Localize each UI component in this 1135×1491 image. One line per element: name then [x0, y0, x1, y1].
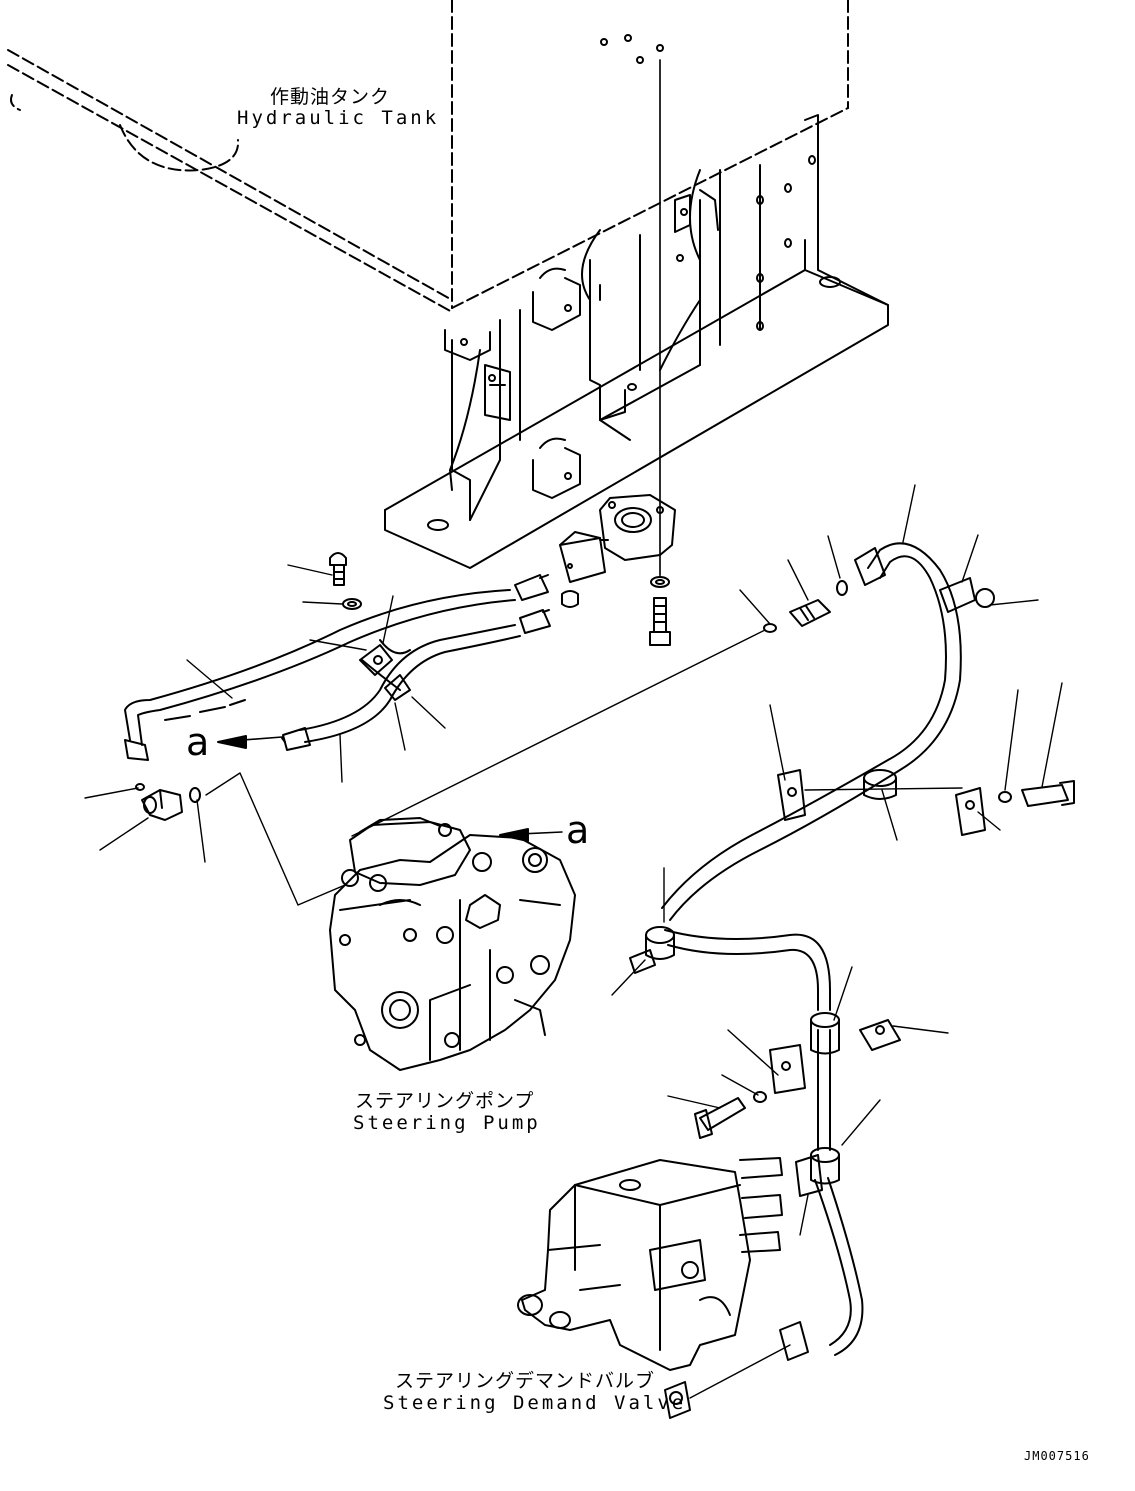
callout-a-pump: a — [566, 808, 590, 852]
steering-pump — [330, 818, 575, 1070]
tank-bolt-assembly — [650, 577, 670, 645]
pump-return-hose — [282, 625, 520, 750]
pump-suction-hose — [125, 590, 515, 760]
steering-supply-hose — [662, 543, 961, 1360]
tank-top-bolt-holes — [601, 35, 663, 63]
straight-adapter — [790, 600, 830, 626]
steering-demand-valve-label-en: Steering Demand Valve — [383, 1392, 687, 1414]
hydraulic-tank-outline — [8, 0, 848, 312]
hose-clamp-left — [360, 645, 410, 700]
steering-demand-valve — [518, 1158, 782, 1418]
hydraulic-tank-label-en: Hydraulic Tank — [237, 107, 440, 129]
frame — [385, 115, 888, 568]
steering-pump-label-en: Steering Pump — [353, 1112, 541, 1134]
hydraulic-tank-label-jp: 作動油タンク — [270, 86, 391, 108]
right-clamp-bolts — [695, 781, 1074, 1138]
tank-port-flange — [560, 495, 675, 607]
hose-clamp-right — [630, 578, 994, 1196]
callout-a-left: a — [186, 720, 210, 764]
hose-end-fittings — [515, 575, 550, 633]
left-clamp-bolt — [330, 553, 361, 609]
leader-lines — [85, 60, 1062, 1398]
callout-arrow-left — [218, 736, 282, 748]
steering-demand-valve-label-jp: ステアリングデマンドバルブ — [395, 1370, 656, 1392]
elbow-fitting-left — [136, 784, 200, 820]
frame-holes — [428, 156, 840, 530]
bracket-plates — [770, 770, 985, 1093]
callout-arrow-pump — [500, 829, 562, 841]
steering-pump-label-jp: ステアリングポンプ — [355, 1090, 535, 1112]
document-id: JM007516 — [1024, 1449, 1090, 1463]
